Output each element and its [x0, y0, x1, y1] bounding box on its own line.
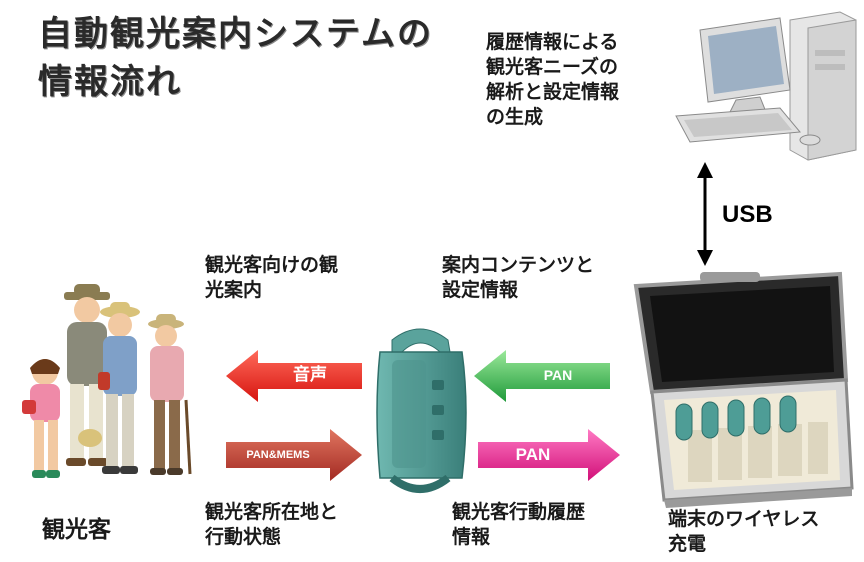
behavior-history-line-2: 情報	[452, 526, 491, 548]
pc-description-line-3: 解析と設定情報	[486, 81, 620, 103]
pan-mems-arrow-label: PAN&MEMS	[246, 449, 310, 461]
title-line-1: 自動観光案内システムの	[38, 14, 433, 54]
content-settings-label: 案内コンテンツと 設定情報	[442, 253, 594, 303]
behavior-history-line-1: 観光客行動履歴	[452, 501, 586, 523]
wireless-charging-line-2: 充電	[668, 533, 707, 555]
behavior-history-label: 観光客行動履歴 情報	[452, 500, 585, 550]
tourist-guidance-label: 観光客向けの観 光案内	[205, 253, 338, 303]
pc-description-line-1: 履歴情報による	[486, 31, 619, 53]
pan-input-arrow-label: PAN	[543, 367, 573, 383]
pc-description: 履歴情報による 観光客ニーズの 解析と設定情報 の生成	[486, 30, 619, 130]
pc-description-line-4: の生成	[486, 106, 544, 128]
content-settings-line-1: 案内コンテンツと	[442, 254, 595, 276]
tourists-label: 観光客	[42, 517, 111, 543]
location-state-line-2: 行動状態	[205, 526, 282, 548]
content-settings-line-2: 設定情報	[442, 279, 519, 301]
tourist-guidance-line-2: 光案内	[205, 279, 263, 301]
title-line-2: 情報流れ	[38, 62, 182, 102]
wireless-charging-line-1: 端末のワイヤレス	[668, 508, 820, 530]
pc-description-line-2: 観光客ニーズの	[486, 56, 619, 78]
location-state-line-1: 観光客所在地と	[205, 501, 339, 523]
location-state-label: 観光客所在地と 行動状態	[205, 500, 338, 550]
usb-label: USB	[722, 201, 773, 228]
wireless-charging-label: 端末のワイヤレス 充電	[668, 507, 819, 557]
pan-output-arrow-label: PAN	[515, 445, 551, 464]
diagram-title: 自動観光案内システムの 情報流れ	[38, 10, 433, 106]
tourist-guidance-line-1: 観光客向けの観	[205, 254, 339, 276]
audio-arrow-label: 音声	[293, 365, 327, 384]
